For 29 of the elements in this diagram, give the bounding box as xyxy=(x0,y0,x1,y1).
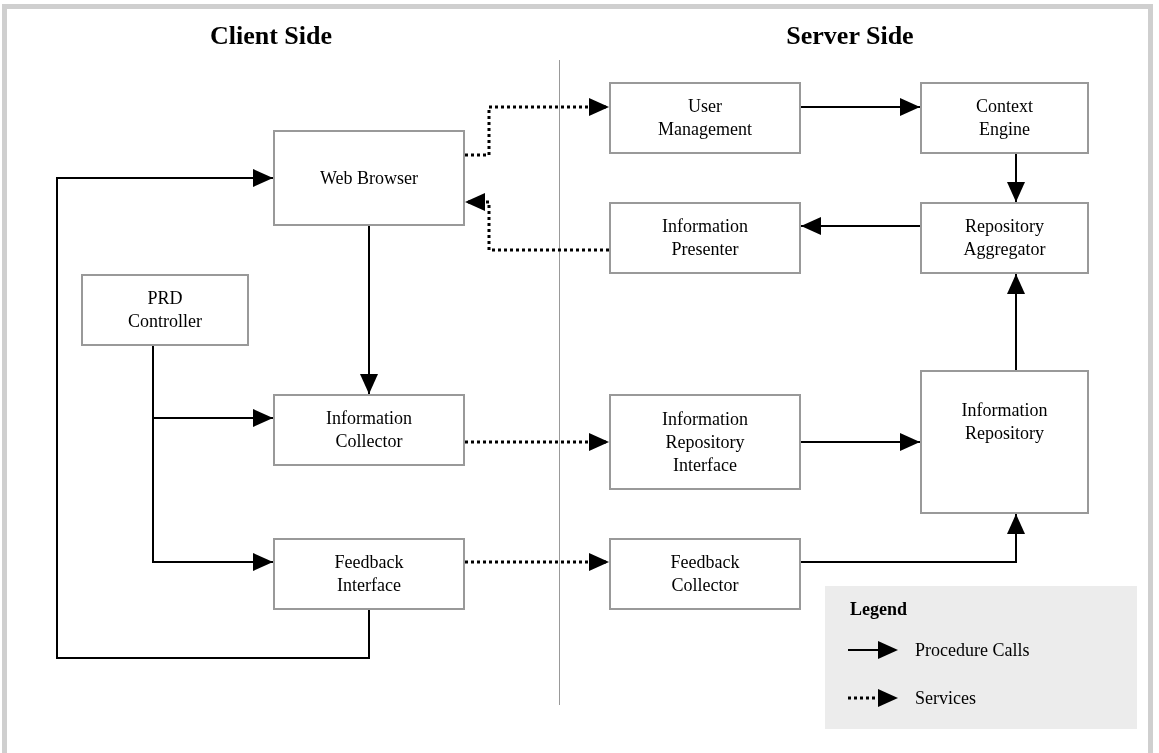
process-box: User Management xyxy=(609,82,801,154)
dotted-arrow xyxy=(465,433,609,451)
process-box: Context Engine xyxy=(920,82,1089,154)
arrow xyxy=(152,345,274,571)
process-box: PRD Controller xyxy=(81,274,249,346)
process-box: Feedback Collector xyxy=(609,538,801,610)
process-box: Repository Aggregator xyxy=(920,202,1089,274)
arrow xyxy=(800,513,1025,563)
arrow xyxy=(800,217,921,235)
process-box: Information Collector xyxy=(273,394,465,466)
arrow xyxy=(360,225,378,395)
section-heading: Server Side xyxy=(785,20,915,52)
arrow xyxy=(800,433,921,451)
process-box: Information Presenter xyxy=(609,202,801,274)
legend-text: Procedure Calls xyxy=(915,639,1030,661)
legend-title: Legend xyxy=(850,598,907,620)
legend-text: Services xyxy=(915,687,976,709)
process-box: Feedback Interface xyxy=(273,538,465,610)
arrow xyxy=(1007,153,1025,203)
section-heading: Client Side xyxy=(208,20,334,52)
process-box: Information Repository Interface xyxy=(609,394,801,490)
process-box: Web Browser xyxy=(273,130,465,226)
arrow xyxy=(56,169,370,659)
dotted-arrow xyxy=(465,553,609,571)
arrow xyxy=(1007,273,1025,371)
process-box: Information Repository xyxy=(920,370,1089,514)
dotted-arrow xyxy=(465,193,609,252)
dotted-arrow xyxy=(465,98,609,157)
arrow xyxy=(800,98,921,116)
